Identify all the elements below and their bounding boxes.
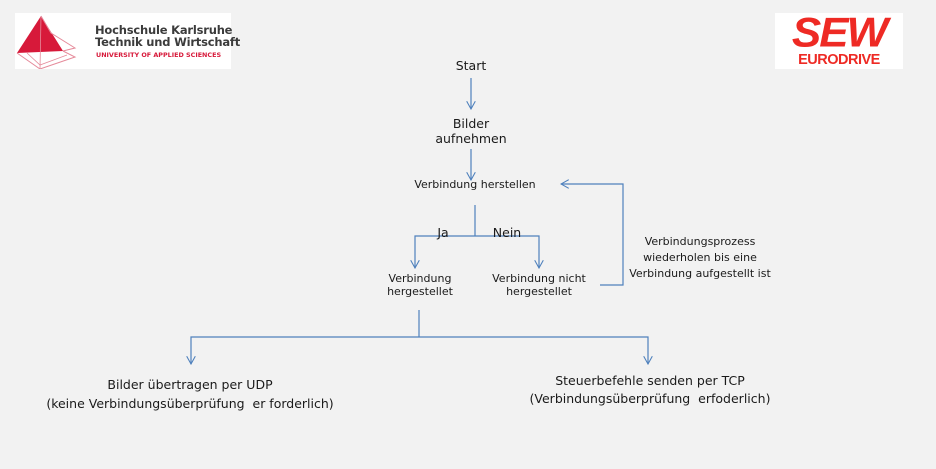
node-connected-line2: hergestellet: [387, 285, 453, 298]
arrow-to-udp: [191, 336, 419, 364]
arrow-to-tcp: [419, 336, 648, 364]
node-start: Start: [455, 58, 487, 73]
node-tcp-line1: Steuerbefehle senden per TCP: [555, 373, 745, 388]
node-udp-line2: (keine Verbindungsüberprüfung er forderl…: [46, 396, 334, 411]
tent-icon: [16, 15, 77, 69]
node-capture-line1: Bilder: [452, 116, 490, 131]
node-tcp-line2: (Verbindungsüberprüfung erfoderlich): [529, 391, 771, 406]
label-yes: Ja: [437, 225, 449, 240]
node-not-connected-line1: Verbindung nicht: [492, 272, 586, 285]
arrow-branch-yes: [415, 235, 475, 268]
node-capture-line2: aufnehmen: [435, 131, 507, 146]
node-connected-line1: Verbindung: [388, 272, 452, 285]
logo-eurodrive-text: EURODRIVE: [798, 52, 880, 68]
node-not-connected-line2: hergestellet: [506, 285, 572, 298]
arrow-retry-loop: [561, 184, 624, 286]
logo-text-line2: Technik und Wirtschaft: [95, 35, 241, 49]
hochschule-karlsruhe-logo: Hochschule Karlsruhe Technik und Wirtsch…: [15, 13, 240, 69]
note-retry-line1: Verbindungsprozess: [644, 235, 756, 248]
arrow-branch-no: [475, 235, 539, 268]
logo-text-line1: Hochschule Karlsruhe: [95, 23, 233, 37]
note-retry-line2: wiederholen bis eine: [643, 251, 757, 264]
note-retry-line3: Verbindung aufgestellt ist: [629, 267, 771, 280]
node-establish-connection: Verbindung herstellen: [414, 178, 536, 191]
label-no: Nein: [492, 225, 522, 240]
logo-sew-text: SEW: [791, 9, 888, 56]
logo-text-line3: UNIVERSITY OF APPLIED SCIENCES: [96, 51, 222, 59]
sew-eurodrive-logo: SEW EURODRIVE: [775, 9, 903, 69]
node-udp-line1: Bilder übertragen per UDP: [107, 377, 273, 392]
